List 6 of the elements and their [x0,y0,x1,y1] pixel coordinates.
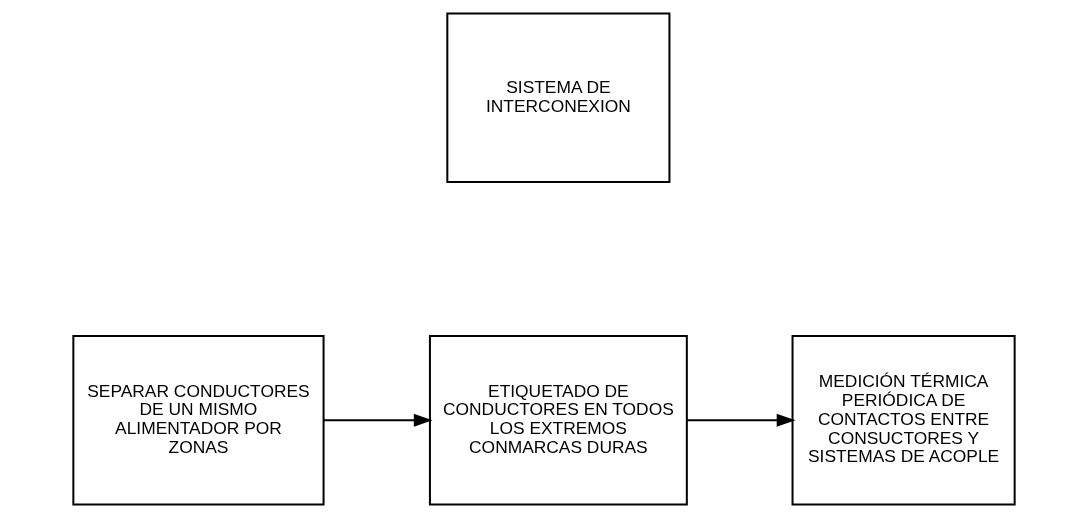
arrow [686,413,795,427]
node-box: SISTEMA DE INTERCONEXION [445,12,670,184]
node-box: ETIQUETADO DE CONDUCTORES EN TODOS LOS EXTREMOS CONMARCAS DURAS [428,334,688,506]
node-box: MEDICIÓN TÉRMICA PERIÓDICA DE CONTACTOS ENTRE CONSUCTORES Y SISTEMAS DE ACOPLE [791,334,1016,506]
node-box: SEPARAR CONDUCTORES DE UN MISMO ALIMENTADOR POR ZONAS [71,334,325,506]
arrow [323,413,433,427]
